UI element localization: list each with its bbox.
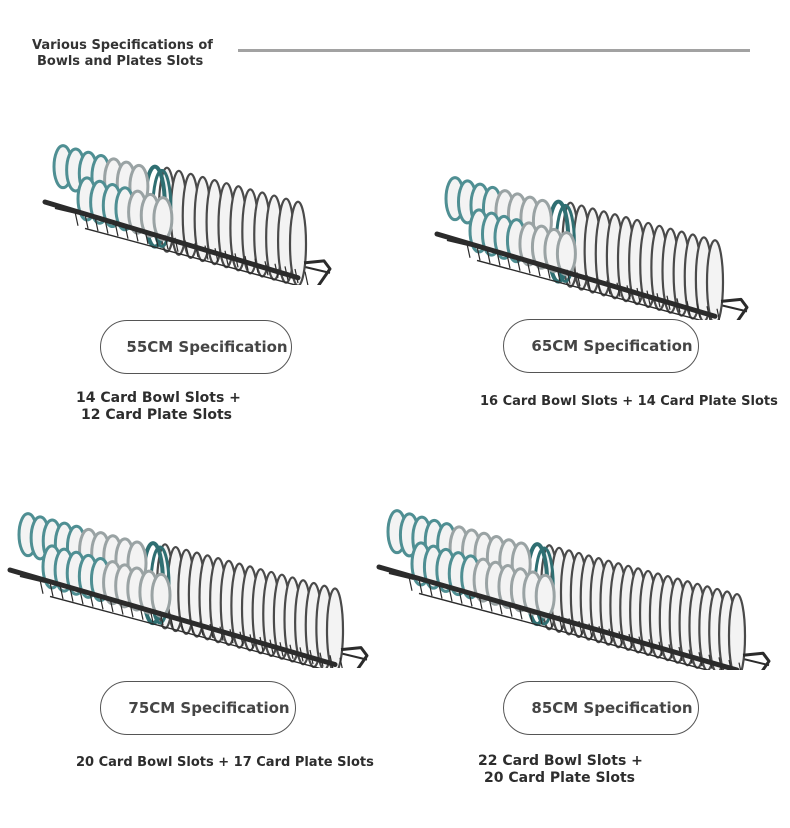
rack-prong bbox=[716, 308, 721, 320]
rack-prong bbox=[74, 211, 79, 226]
rack-illustration-75cm bbox=[7, 512, 369, 668]
slots-text-line1: 20 Card Bowl Slots + 17 Card Plate Slots bbox=[76, 755, 374, 770]
slots-text-65cm: 16 Card Bowl Slots + 14 Card Plate Slots bbox=[480, 393, 778, 410]
plate bbox=[288, 200, 308, 285]
rack-prong bbox=[339, 657, 343, 668]
plate bbox=[727, 592, 747, 670]
spec-pill-55cm: 55CM Specification bbox=[100, 320, 292, 374]
slots-text-line2: 20 Card Plate Slots bbox=[484, 770, 635, 786]
rack-end-bracket bbox=[340, 646, 369, 668]
rack-illustration-65cm bbox=[434, 176, 749, 320]
rack-front-rail bbox=[7, 567, 338, 667]
rack-front-rail bbox=[434, 231, 718, 319]
slots-text-line1: 14 Card Bowl Slots + bbox=[76, 390, 241, 406]
plate bbox=[325, 587, 345, 668]
slots-text-55cm: 14 Card Bowl Slots + 12 Card Plate Slots bbox=[76, 390, 241, 424]
rack-prong bbox=[408, 576, 413, 591]
rack-end-bracket bbox=[742, 651, 771, 670]
rack-bottom-wire bbox=[476, 259, 703, 320]
rack-prong bbox=[59, 584, 64, 600]
rack-prong bbox=[428, 581, 433, 597]
slots-text-line1: 22 Card Bowl Slots + bbox=[478, 753, 643, 769]
slots-text-75cm: 20 Card Bowl Slots + 17 Card Plate Slots bbox=[76, 754, 374, 771]
spec-pill-75cm: 75CM Specification bbox=[100, 681, 296, 735]
rack-prong bbox=[39, 579, 44, 594]
rack-bottom-wire bbox=[84, 227, 299, 285]
rack-end-bracket bbox=[720, 297, 749, 320]
rack-prong bbox=[466, 243, 471, 258]
rack-end-bracket bbox=[303, 259, 332, 285]
slots-text-line1: 16 Card Bowl Slots + 14 Card Plate Slots bbox=[480, 394, 778, 409]
header-title-line1: Various Specifications of bbox=[32, 38, 213, 53]
spec-pill-65cm: 65CM Specification bbox=[503, 319, 699, 373]
rack-bottom-wire bbox=[49, 595, 322, 668]
rack-illustration-55cm bbox=[42, 144, 332, 285]
header-title: Various Specifications of Bowls and Plat… bbox=[32, 38, 247, 70]
slots-text-85cm: 22 Card Bowl Slots + 20 Card Plate Slots bbox=[478, 753, 643, 787]
header-title-line2: Bowls and Plates Slots bbox=[37, 54, 204, 69]
rack-prong bbox=[476, 246, 481, 261]
rack-illustration-85cm bbox=[376, 509, 771, 670]
rack-front-rail bbox=[376, 564, 740, 670]
rack-front-rail bbox=[42, 199, 301, 281]
rack-prong bbox=[304, 271, 309, 285]
rack-bottom-wire bbox=[418, 592, 710, 670]
rack-prong bbox=[49, 582, 54, 597]
rack-prong bbox=[418, 579, 423, 594]
plate bbox=[705, 239, 725, 320]
rack-prong bbox=[738, 662, 742, 670]
slots-text-line2: 12 Card Plate Slots bbox=[81, 407, 232, 423]
header-divider-line bbox=[238, 49, 750, 52]
spec-pill-85cm: 85CM Specification bbox=[503, 681, 699, 735]
